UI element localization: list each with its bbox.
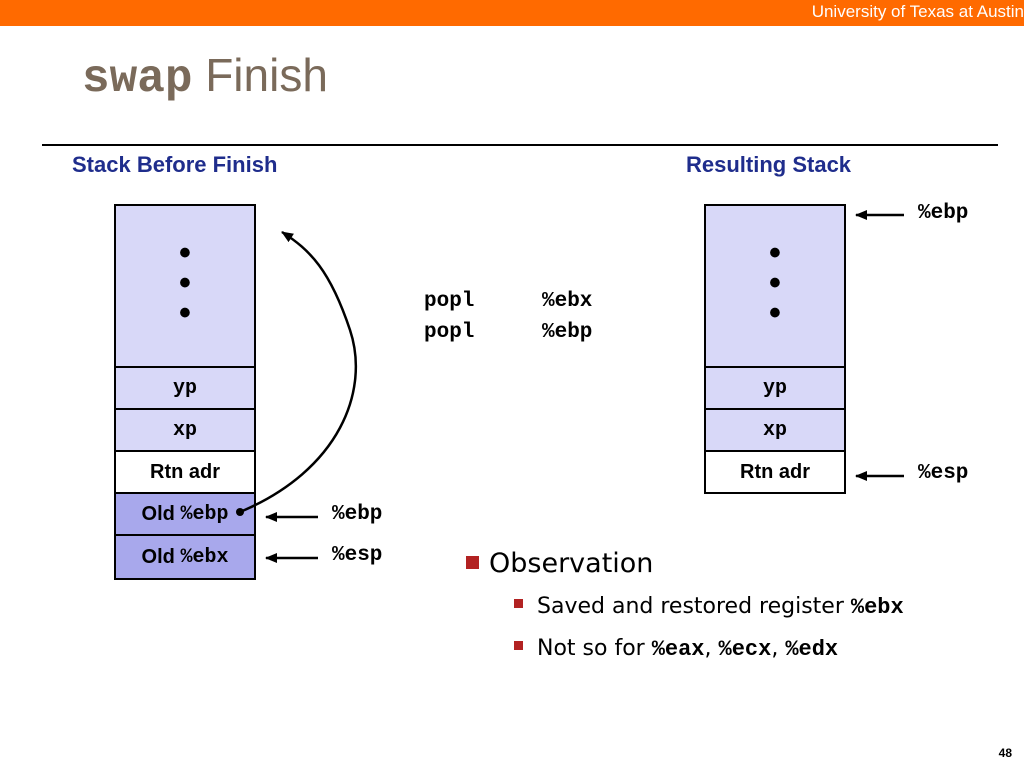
left-ellipsis-dots: ••• <box>179 234 191 332</box>
right-cell-ellipsis <box>704 204 846 368</box>
bullet-2-reg-1: %eax <box>651 637 705 662</box>
code-arg-1: %ebx <box>542 290 593 313</box>
title-divider <box>42 144 998 146</box>
right-ellipsis-dots: ••• <box>769 234 781 332</box>
right-heading: Resulting Stack <box>686 152 852 177</box>
institution-label: University of Texas at Austin <box>811 2 1024 21</box>
left-heading: Stack Before Finish <box>72 152 278 177</box>
left-cell-xp: xp <box>114 408 256 452</box>
observation-bullet-2: Not so for %eax, %ecx, %edx <box>514 636 838 662</box>
old-ebp-reg: %ebp <box>180 502 229 526</box>
observation-label: Observation <box>489 548 654 579</box>
title-code: swap <box>82 53 193 105</box>
left-stack: ••• yp xp Rtn adr Old %ebp Old %ebx <box>114 204 256 580</box>
restore-curve-arrow <box>239 230 358 514</box>
left-pointer-esp: %esp <box>332 544 383 567</box>
old-ebx-prefix: Old <box>141 545 181 568</box>
bullet-2-text: Not so for <box>537 636 652 661</box>
observation-bullet-1: Saved and restored register %ebx <box>514 594 904 620</box>
code-op-1: popl <box>424 290 475 313</box>
code-line-1: popl %ebx <box>424 290 592 313</box>
old-ebx-reg: %ebx <box>180 545 229 569</box>
bullet-2-reg-2: %ecx <box>718 637 772 662</box>
right-pointer-ebp: %ebp <box>918 202 969 225</box>
right-cell-yp: yp <box>704 366 846 410</box>
code-arg-2: %ebp <box>542 321 593 344</box>
bullet-1-icon <box>514 599 523 608</box>
slide-title: swap Finish <box>82 52 328 102</box>
bullet-2-icon <box>514 641 523 650</box>
left-cell-rtn: Rtn adr <box>114 450 256 494</box>
code-op-2: popl <box>424 321 475 344</box>
left-cell-old-ebx: Old %ebx <box>114 534 256 580</box>
bullet-1-text: Saved and restored register <box>537 594 851 619</box>
right-pointer-esp: %esp <box>918 462 969 485</box>
bullet-2-reg-3: %edx <box>785 637 839 662</box>
bullet-2-sep-2: , <box>771 636 786 661</box>
right-cell-rtn: Rtn adr <box>704 450 846 494</box>
top-bar: University of Texas at Austin <box>0 0 1024 26</box>
left-pointer-ebp: %ebp <box>332 503 383 526</box>
bullet-2-sep-1: , <box>704 636 719 661</box>
right-stack: ••• yp xp Rtn adr <box>704 204 846 494</box>
observation-bullet-icon <box>466 556 479 569</box>
bullet-1-reg: %ebx <box>850 595 904 620</box>
title-text: Finish <box>205 49 328 101</box>
code-line-2: popl %ebp <box>424 321 592 344</box>
left-cell-ellipsis <box>114 204 256 368</box>
page-number: 48 <box>998 746 1012 760</box>
old-ebp-prefix: Old <box>141 502 181 525</box>
observation-heading: Observation <box>466 548 653 579</box>
